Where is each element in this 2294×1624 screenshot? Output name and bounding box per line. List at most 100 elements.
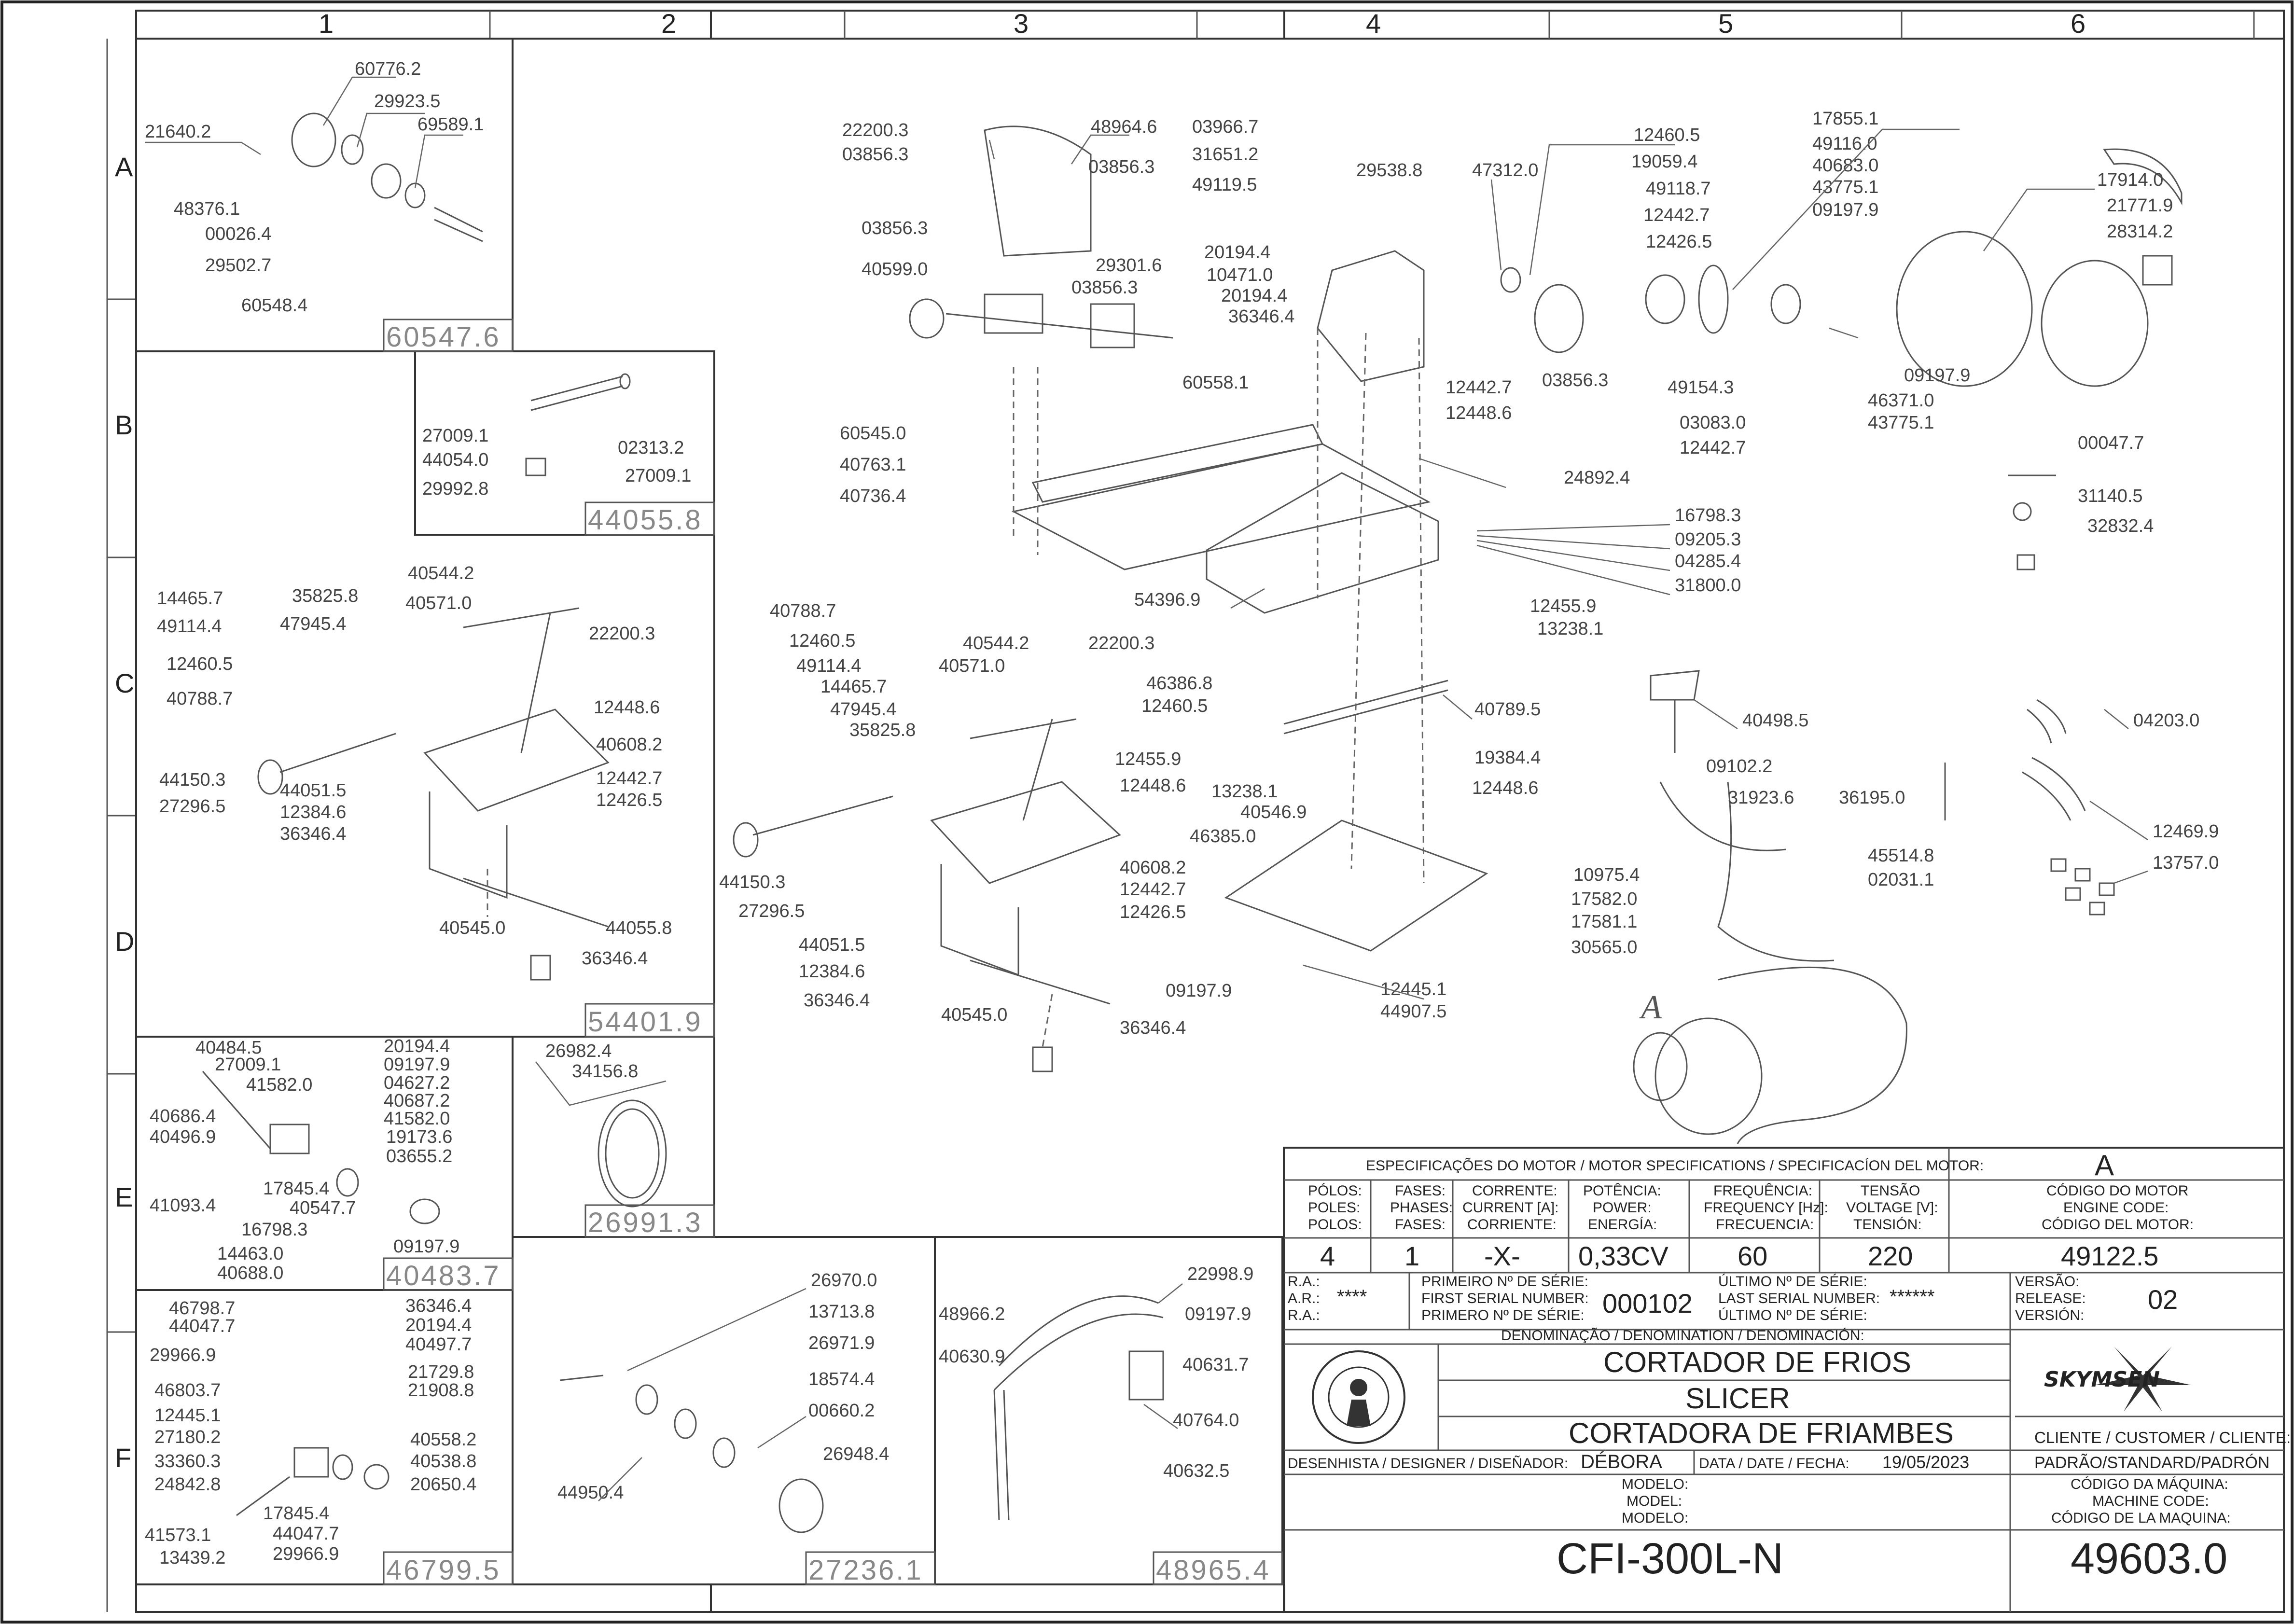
motor-spec-header: ESPECIFICAÇÕES DO MOTOR / MOTOR SPECIFIC… xyxy=(1366,1157,1984,1174)
part-label: 12460.5 xyxy=(167,654,233,674)
part-label: 40736.4 xyxy=(840,486,906,506)
part-label: 27009.1 xyxy=(625,466,691,486)
freq-label-en: FREQUENCY [Hz]: xyxy=(1704,1200,1828,1216)
part-label: 12426.5 xyxy=(596,790,662,810)
part-label: 48376.1 xyxy=(174,199,240,219)
model-label-en: MODEL: xyxy=(1627,1493,1682,1509)
part-label: 20194.4 xyxy=(1204,242,1270,263)
first-serial-value: 000102 xyxy=(1602,1288,1693,1319)
part-label: 47945.4 xyxy=(830,699,896,720)
part-sketches xyxy=(202,112,2183,1533)
assembly-code-d2: 54401.9 xyxy=(588,1006,703,1038)
part-label: 46371.0 xyxy=(1868,390,1934,411)
part-label: 13757.0 xyxy=(2153,853,2219,873)
part-label: 36346.4 xyxy=(1228,306,1294,327)
part-label: 27009.1 xyxy=(215,1055,281,1075)
grid-row-markers: A B C D E F xyxy=(106,39,136,1612)
part-label: 60545.0 xyxy=(840,423,906,444)
part-label: 40558.2 xyxy=(410,1430,476,1450)
denomination-pt: CORTADOR DE FRIOS xyxy=(1603,1346,1911,1378)
part-label: 28314.2 xyxy=(2107,222,2173,242)
callouts-e2: 26982.4 34156.8 xyxy=(545,1041,638,1082)
ra-label-es: R.A.: xyxy=(1288,1307,1320,1323)
part-label: 44055.8 xyxy=(606,918,672,938)
part-label: 40683.0 xyxy=(1812,155,1878,176)
part-label: 49116.0 xyxy=(1812,134,1877,154)
part-label: 13238.1 xyxy=(1537,619,1603,639)
part-label: 17845.4 xyxy=(263,1179,329,1199)
subassembly-boxes xyxy=(135,38,1283,1585)
part-label: 21729.8 xyxy=(408,1362,474,1382)
part-label: 40571.0 xyxy=(405,593,472,613)
part-label: 69589.1 xyxy=(417,114,484,135)
part-label: 03083.0 xyxy=(1680,413,1746,433)
title-block: ESPECIFICAÇÕES DO MOTOR / MOTOR SPECIFIC… xyxy=(1283,1147,2291,1613)
part-label: 12442.7 xyxy=(1680,438,1746,458)
part-label: 44051.5 xyxy=(799,935,865,955)
part-label: 40630.9 xyxy=(939,1346,1005,1367)
part-label: 40498.5 xyxy=(1742,710,1808,731)
part-label: 22998.9 xyxy=(1187,1264,1253,1284)
part-label: 44047.7 xyxy=(169,1316,235,1336)
part-label: 40686.4 xyxy=(150,1106,216,1126)
part-label: 60558.1 xyxy=(1182,373,1249,393)
grid-row-D: D xyxy=(115,926,134,957)
phases-value: 1 xyxy=(1404,1241,1419,1271)
part-label: 09102.2 xyxy=(1706,756,1772,777)
part-label: 17855.1 xyxy=(1812,109,1878,129)
machine-code-label-es: CÓDIGO DE LA MAQUINA: xyxy=(2051,1510,2231,1526)
part-label: 12455.9 xyxy=(1530,596,1596,616)
part-label: 40484.5 xyxy=(195,1038,262,1058)
motor-spec-code: A xyxy=(2095,1149,2114,1181)
part-label: 49118.7 xyxy=(1646,179,1711,199)
current-label-pt: CORRENTE: xyxy=(1472,1183,1557,1199)
machine-code-label-pt: CÓDIGO DA MÁQUINA: xyxy=(2071,1476,2228,1492)
assembly-code-b2: 44055.8 xyxy=(588,504,703,536)
current-value: -X- xyxy=(1484,1241,1520,1271)
part-label: 29538.8 xyxy=(1356,160,1422,180)
part-label: 24892.4 xyxy=(1564,468,1630,488)
part-label: 12460.5 xyxy=(1634,125,1700,145)
engine-code-label-es: CÓDIGO DEL MOTOR: xyxy=(2042,1217,2194,1233)
part-label: 03856.3 xyxy=(862,218,928,238)
part-label: 43775.1 xyxy=(1812,177,1878,197)
part-label: 24842.8 xyxy=(154,1474,221,1495)
power-value: 0,33CV xyxy=(1578,1241,1668,1271)
part-label: 00047.7 xyxy=(2078,433,2144,453)
part-label: 09197.9 xyxy=(384,1055,450,1075)
part-label: 36346.4 xyxy=(804,990,870,1011)
part-label: 40497.7 xyxy=(405,1334,472,1355)
part-label: 29301.6 xyxy=(1096,255,1162,276)
part-label: 12442.7 xyxy=(1446,377,1512,398)
designer-value: DÉBORA xyxy=(1581,1451,1662,1472)
grid-row-E: E xyxy=(115,1182,133,1212)
part-label: 18574.4 xyxy=(808,1369,875,1389)
first-serial-label-en: FIRST SERIAL NUMBER: xyxy=(1421,1291,1589,1306)
part-label: 27009.1 xyxy=(422,426,488,446)
grid-column-markers: 1 2 3 4 5 6 xyxy=(136,8,2284,40)
part-label: 46798.7 xyxy=(169,1298,235,1319)
part-label: 09197.9 xyxy=(1166,981,1232,1001)
current-label-es: CORRIENTE: xyxy=(1467,1217,1557,1233)
part-label: 48964.6 xyxy=(1091,117,1157,137)
part-label: 44051.5 xyxy=(280,780,346,801)
poles-value: 4 xyxy=(1320,1241,1335,1271)
part-label: 26982.4 xyxy=(545,1041,612,1061)
version-label-pt: VERSÃO: xyxy=(2015,1273,2079,1290)
part-label: 35825.8 xyxy=(849,720,916,740)
part-label: 21771.9 xyxy=(2107,195,2173,216)
part-label: 40764.0 xyxy=(1173,1410,1239,1430)
part-label: 44907.5 xyxy=(1380,1001,1446,1022)
part-label: 41582.0 xyxy=(246,1075,312,1095)
part-label: 47312.0 xyxy=(1472,160,1538,180)
part-label: 03966.7 xyxy=(1192,117,1258,137)
poles-label-es: POLOS: xyxy=(1308,1217,1362,1233)
part-label: 16798.3 xyxy=(241,1220,307,1240)
part-label: 46386.8 xyxy=(1146,673,1212,694)
callouts-right: 12460.5 47312.0 19059.4 49118.7 17855.1 … xyxy=(1134,109,2173,610)
part-label: 13439.2 xyxy=(159,1548,225,1568)
engine-code-value: 49122.5 xyxy=(2061,1241,2158,1271)
part-label: 20194.4 xyxy=(1221,286,1287,306)
callouts-f3: 22998.9 48966.2 09197.9 40630.9 40631.7 … xyxy=(939,1264,1253,1481)
